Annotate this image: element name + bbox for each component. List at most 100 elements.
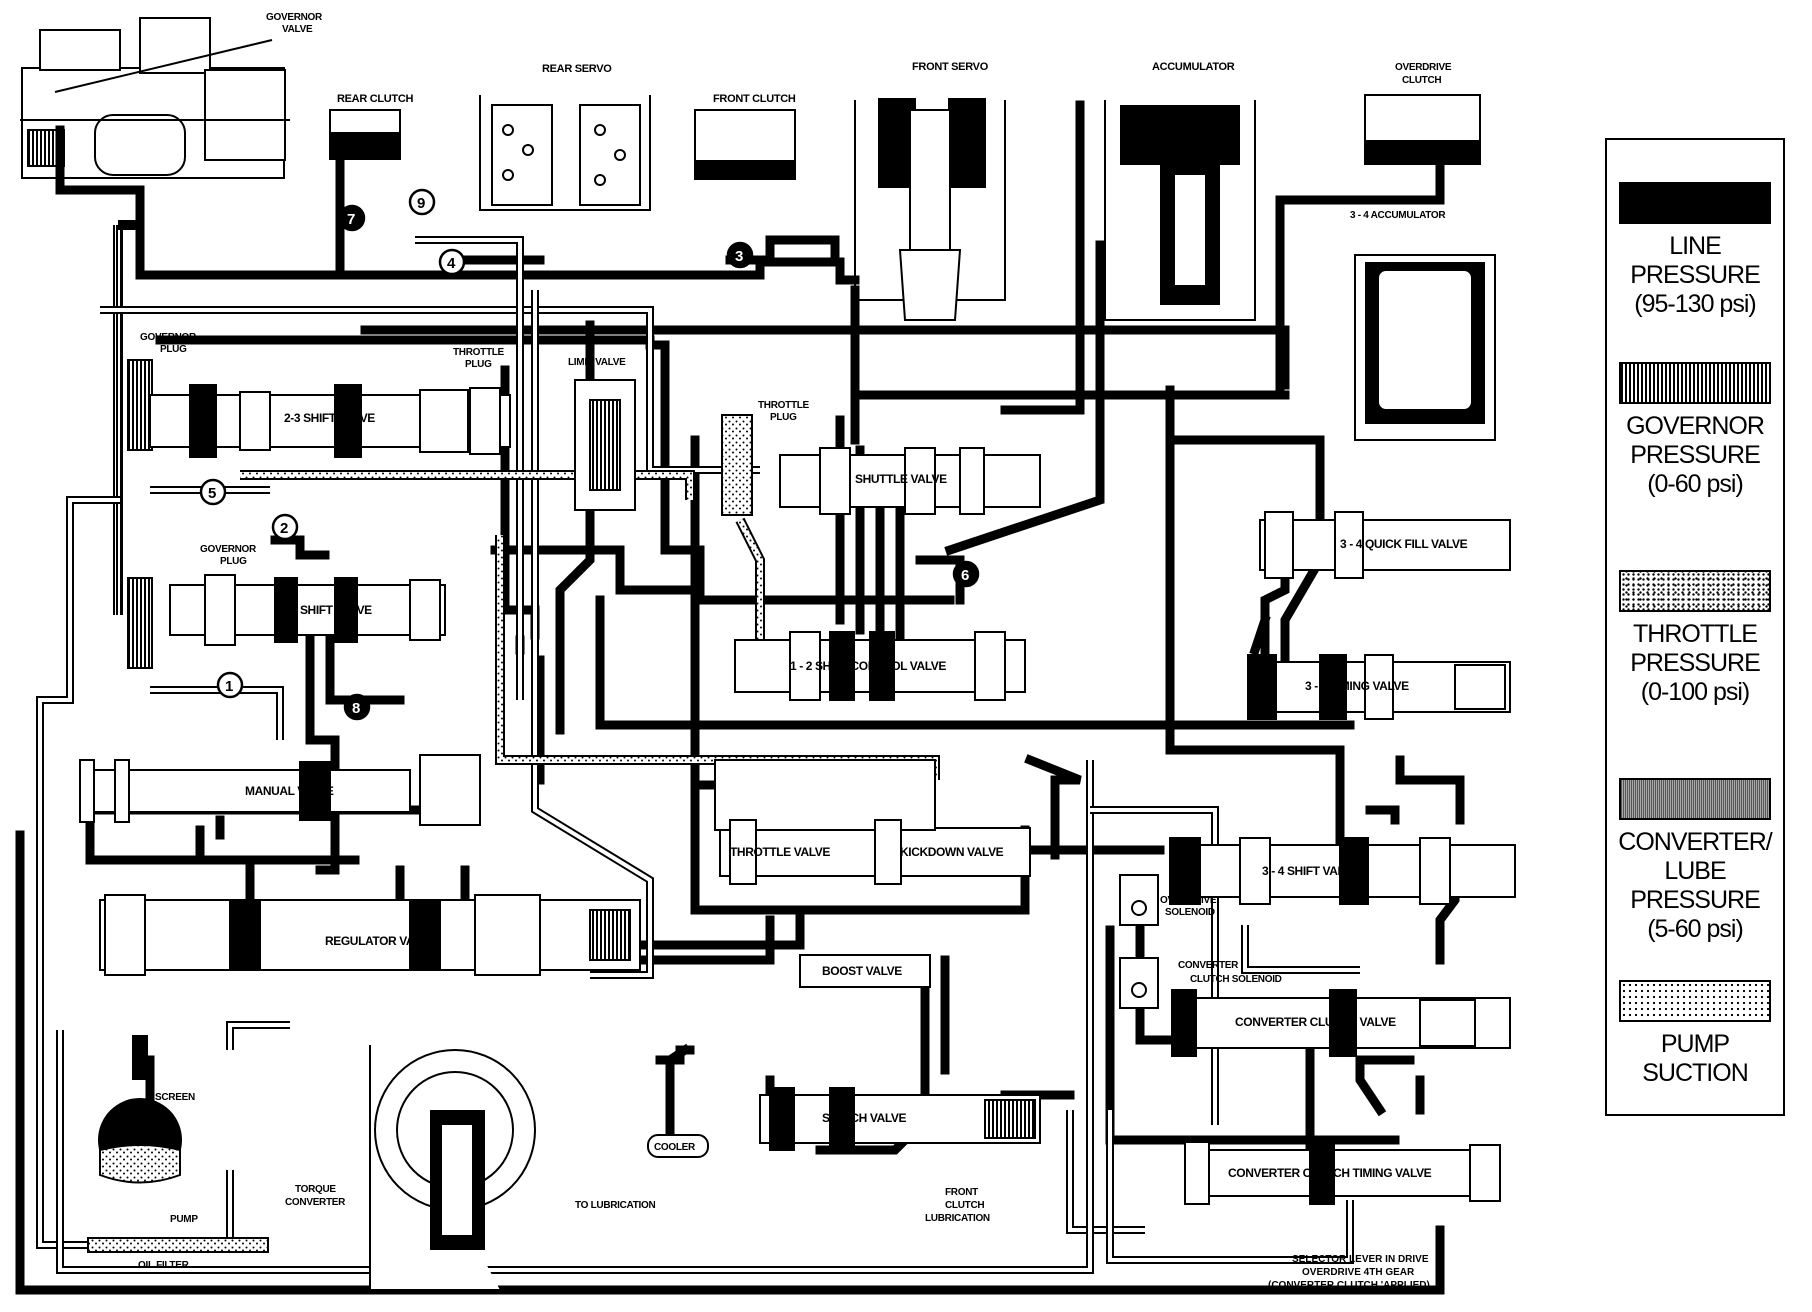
cooler [647,1134,709,1158]
converter-clutch-valve [1171,989,1511,1057]
manual-valve [79,754,481,826]
throttle-plug-mid-label-2: PLUG [770,412,797,423]
legend-converter-pressure: CONVERTER/ LUBE PRESSURE (5-60 psi) [1607,778,1783,944]
governor-valve-label-1: GOVERNOR [266,12,323,23]
shift-valve-34 [1169,837,1516,905]
boost-valve-label: BOOST VALVE [822,964,902,978]
rear-clutch [329,109,401,160]
screen-label: SCREEN [155,1092,195,1103]
throttle-kickdown-valve [714,759,1031,885]
regulator-valve-label: REGULATOR VALVE [325,934,436,948]
legend-governor-pressure: GOVERNOR PRESSURE (0-60 psi) [1607,362,1783,499]
marker-1: 1 [216,671,244,699]
marker-6: 6 [952,560,980,588]
legend-throttle-l3: (0-100 psi) [1640,678,1751,706]
shift-control-valve-12-label: 1 - 2 SHIFT CONTROL VALVE [790,659,946,673]
svg-text:1: 1 [225,678,233,695]
boost-valve [799,954,931,988]
governor-pressure-circuits [113,220,153,669]
converter-pressure-swatch [1619,778,1771,820]
svg-text:7: 7 [347,211,355,228]
overdrive-clutch-label-2: CLUTCH [1402,75,1441,86]
converter-clutch-timing-valve-label: CONVERTER CLUTCH TIMING VALVE [1228,1166,1432,1180]
throttle-plug-left-label-2: PLUG [465,359,492,370]
quick-fill-valve-34 [1259,511,1511,579]
svg-text:3: 3 [735,248,743,265]
legend-governor-l2: PRESSURE [1630,441,1761,469]
limit-valve-label: LIMIT VALVE [568,357,626,368]
timing-valve-34-label: 3 - 4 TIMING VALVE [1305,679,1409,693]
converter-clutch-valve-label: CONVERTER CLUTCH VALVE [1235,1015,1396,1029]
rear-servo [479,95,651,211]
quick-fill-valve-34-label: 3 - 4 QUICK FILL VALVE [1340,537,1468,551]
throttle-plug-left-label-1: THROTTLE [453,347,505,358]
legend-line-pressure-l2: (95-130 psi) [1634,290,1756,318]
overdrive-solenoid-label-1: OVERDRIVE [1160,895,1217,906]
shift-valve-12-label: 1 - 2 SHIFT VALVE [275,603,372,617]
manual-valve-label: MANUAL VALVE [245,784,334,798]
switch-valve [759,1087,1041,1151]
governor-plug-lower-label-1: GOVERNOR [200,544,257,555]
marker-4: 4 [438,248,466,276]
shuttle-valve-label: SHUTTLE VALVE [855,472,947,486]
throttle-plug-mid-label-1: THROTTLE [758,400,810,411]
shift-control-valve-12 [734,631,1026,701]
shift-valve-12 [169,574,446,646]
marker-3: 3 [726,241,754,269]
cooler-label: COOLER [654,1142,696,1153]
converter-clutch-solenoid-label-1: CONVERTER [1178,960,1239,971]
front-clutch-lube-label-3: LUBRICATION [925,1213,990,1224]
governor-assembly [20,17,290,179]
throttle-pressure-swatch [1619,570,1771,612]
front-clutch-label: FRONT CLUTCH [713,93,796,105]
line-pressure-swatch [1619,182,1771,224]
accumulator-34-label: 3 - 4 ACCUMULATOR [1350,210,1446,221]
svg-text:2: 2 [280,520,288,537]
governor-valve-label-2: VALVE [282,24,313,35]
kickdown-valve-label: KICKDOWN VALVE [900,845,1004,859]
accumulator-label: ACCUMULATOR [1152,61,1235,73]
front-servo [854,98,1006,321]
legend-line-pressure-l1: LINE PRESSURE [1630,232,1761,289]
legend-converter-l1: CONVERTER/ [1618,828,1772,856]
legend-pump-l1: PUMP [1660,1030,1730,1058]
to-lubrication-label: TO LUBRICATION [575,1200,656,1211]
overdrive-solenoid [1119,874,1159,926]
pump-suction-swatch [1619,980,1771,1022]
governor-plug-upper-label-2: PLUG [160,344,187,355]
rear-servo-label: REAR SERVO [542,63,612,75]
svg-text:4: 4 [447,255,456,272]
converter-clutch-solenoid [1119,957,1159,1009]
legend-throttle-l1: THROTTLE [1633,620,1758,648]
svg-text:6: 6 [961,567,969,584]
switch-valve-label: SWITCH VALVE [822,1111,906,1125]
marker-7: 7 [338,204,366,232]
shift-valve-34-label: 3 - 4 SHIFT VALVE [1262,864,1359,878]
legend-governor-l3: (0-60 psi) [1647,470,1744,498]
legend-converter-l3: (5-60 psi) [1647,915,1744,943]
front-clutch-lube-label-1: FRONT [945,1187,978,1198]
accumulator-34 [1354,254,1496,441]
oil-filter-label: OIL FILTER [138,1260,190,1271]
marker-9: 9 [408,188,436,216]
torque-converter-label-2: CONVERTER [285,1197,346,1208]
svg-text:5: 5 [208,485,216,502]
rear-clutch-label: REAR CLUTCH [337,93,413,105]
governor-plug-lower-label-2: PLUG [220,556,247,567]
timing-valve-34 [1247,654,1511,720]
accumulator [1104,100,1256,321]
svg-text:8: 8 [352,700,360,717]
pump-filter [87,1035,269,1253]
pressure-legend: LINE PRESSURE (95-130 psi) GOVERNOR PRES… [1605,138,1785,1116]
torque-converter-label-1: TORQUE [295,1184,336,1195]
note-line-3: (CONVERTER CLUTCH 'APPLIED) [1268,1280,1430,1291]
note-line-2: OVERDRIVE 4TH GEAR [1302,1267,1415,1278]
legend-throttle-l2: PRESSURE [1630,649,1761,677]
marker-2: 2 [271,513,299,541]
legend-governor-l1: GOVERNOR [1626,412,1765,440]
torque-converter [369,1045,536,1291]
overdrive-clutch-label-1: OVERDRIVE [1395,62,1452,73]
note-line-1: SELECTOR LEVER IN DRIVE [1292,1254,1429,1265]
marker-5: 5 [199,478,227,506]
